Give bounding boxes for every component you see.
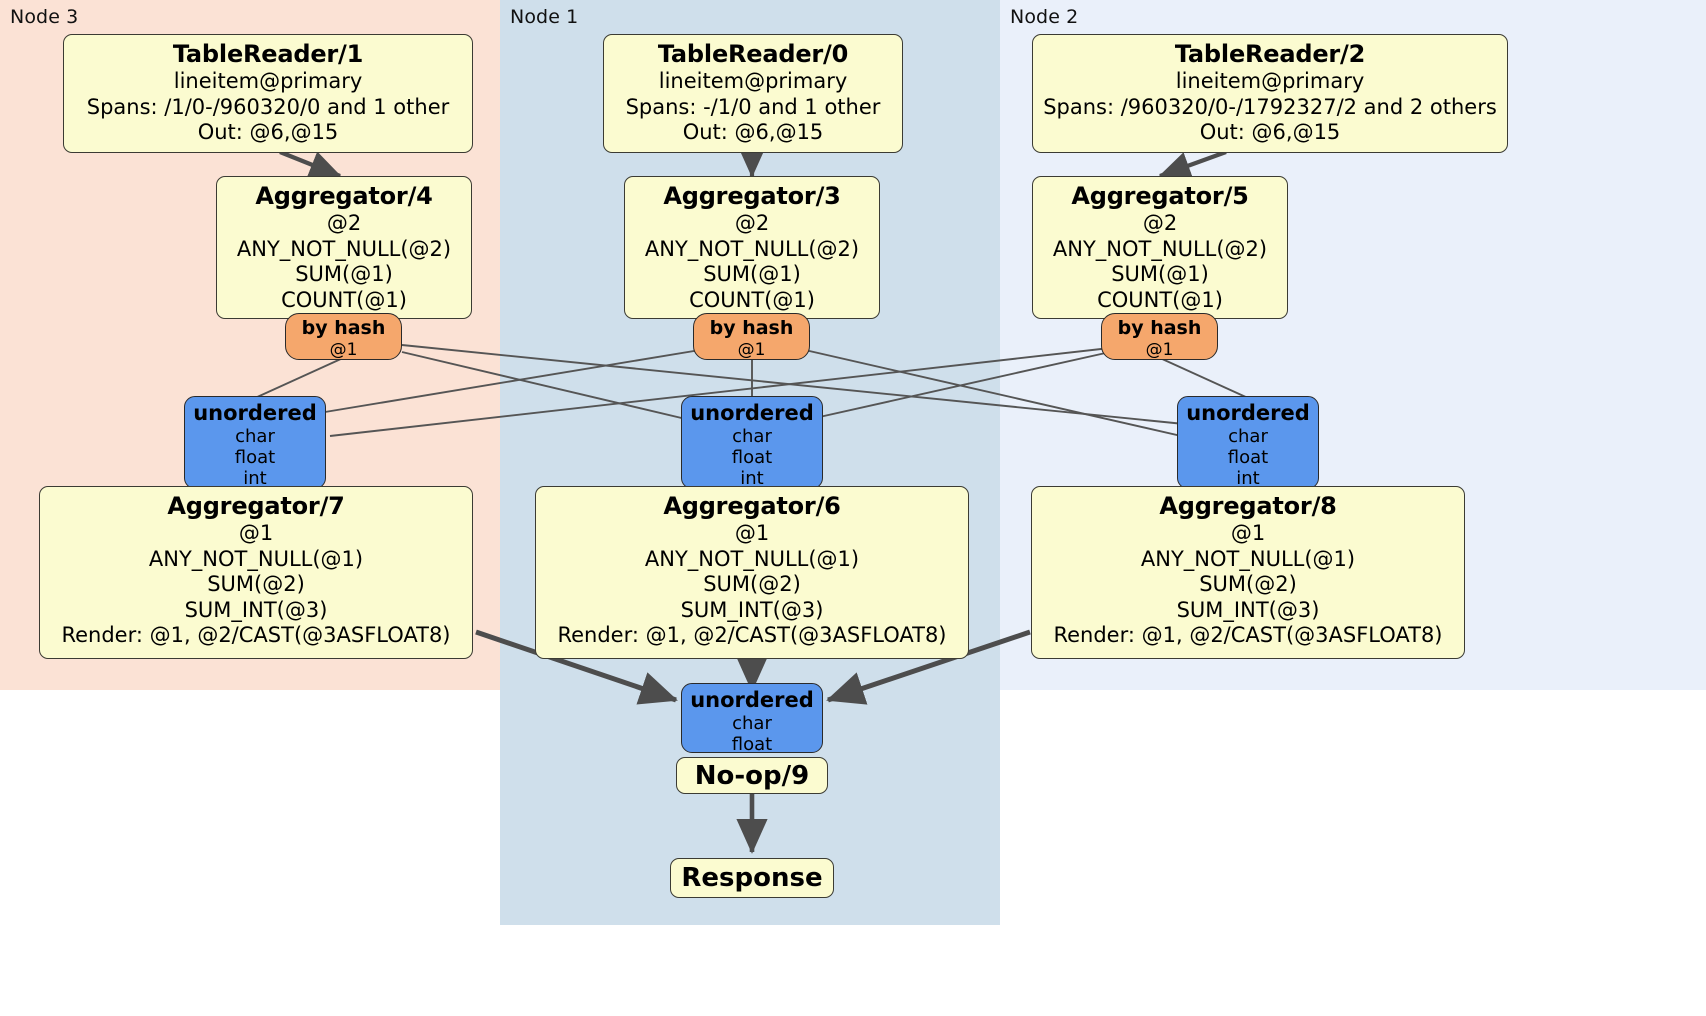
processor-line: Out: @6,@15 [682,120,824,144]
processor-line: ANY_NOT_NULL(@2) [236,236,452,261]
processor-line: SUM(@2) [1199,572,1297,596]
processor-line: Render: @1, @2/CAST(@3ASFLOAT8) [1053,623,1443,647]
processor-line: lineitem@primary [1175,69,1365,93]
processor-response[interactable]: Response [670,858,834,898]
processor-title: Aggregator/4 [255,182,433,210]
processor-aggregator4[interactable]: Aggregator/4 @2 ANY_NOT_NULL(@2) SUM(@1)… [216,176,472,319]
processor-line: Spans: /960320/0-/1792327/2 and 2 others [1043,94,1497,119]
output-router-by-hash-3[interactable]: by hash @1 [693,313,810,360]
input-sync-unordered-8[interactable]: unordered char float int [1177,396,1319,489]
router-title: unordered [690,401,814,425]
processor-line: ANY_NOT_NULL(@2) [1052,236,1268,261]
processor-line: COUNT(@1) [281,287,407,312]
processor-line: COUNT(@1) [1097,287,1223,312]
processor-line: Render: @1, @2/CAST(@3ASFLOAT8) [557,623,947,647]
processor-title: No-op/9 [694,760,810,791]
processor-title: Response [681,863,823,893]
node-panel-label-node3: Node 3 [10,6,79,28]
router-line: float [1227,447,1269,468]
processor-line: Spans: -/1/0 and 1 other [625,94,881,119]
processor-aggregator7[interactable]: Aggregator/7 @1 ANY_NOT_NULL(@1) SUM(@2)… [39,486,473,659]
processor-line: lineitem@primary [658,69,848,93]
processor-line: SUM(@1) [295,262,393,286]
router-title: unordered [1186,401,1310,425]
router-title: by hash [709,317,794,339]
processor-line: ANY_NOT_NULL(@2) [644,236,860,261]
processor-line: SUM(@2) [207,572,305,596]
router-line: char [235,426,275,447]
processor-title: Aggregator/6 [663,492,841,520]
router-title: by hash [1117,317,1202,339]
output-router-by-hash-4[interactable]: by hash @1 [285,313,402,360]
node-panel-label-node2: Node 2 [1010,6,1079,28]
processor-line: SUM(@1) [1111,262,1209,286]
router-title: by hash [301,317,386,339]
processor-tablereader0[interactable]: TableReader/0 lineitem@primary Spans: -/… [603,34,903,153]
processor-title: Aggregator/7 [167,492,345,520]
processor-aggregator6[interactable]: Aggregator/6 @1 ANY_NOT_NULL(@1) SUM(@2)… [535,486,969,659]
processor-line: @1 [238,521,274,545]
router-line: @1 [329,340,358,360]
processor-aggregator5[interactable]: Aggregator/5 @2 ANY_NOT_NULL(@2) SUM(@1)… [1032,176,1288,319]
router-line: @1 [737,340,766,360]
processor-title: Aggregator/5 [1071,182,1249,210]
processor-title: Aggregator/8 [1159,492,1337,520]
processor-line: @2 [1142,211,1178,235]
node-panel-label-node1: Node 1 [510,6,579,28]
processor-tablereader2[interactable]: TableReader/2 lineitem@primary Spans: /9… [1032,34,1508,153]
router-line: float [234,447,276,468]
processor-line: Spans: /1/0-/960320/0 and 1 other [86,94,450,119]
router-line: float [731,447,773,468]
processor-line: @2 [734,211,770,235]
router-line: char [1228,426,1268,447]
processor-line: COUNT(@1) [689,287,815,312]
router-line: int [1236,468,1260,489]
processor-line: @2 [326,211,362,235]
input-sync-unordered-9[interactable]: unordered char float [681,683,823,755]
processor-line: Out: @6,@15 [1199,120,1341,144]
processor-line: SUM_INT(@3) [184,597,328,622]
input-sync-unordered-6[interactable]: unordered char float int [681,396,823,489]
processor-noop9[interactable]: No-op/9 [676,757,828,794]
input-sync-unordered-7[interactable]: unordered char float int [184,396,326,489]
processor-tablereader1[interactable]: TableReader/1 lineitem@primary Spans: /1… [63,34,473,153]
processor-line: ANY_NOT_NULL(@1) [1140,546,1356,571]
processor-title: Aggregator/3 [663,182,841,210]
router-line: @1 [1145,340,1174,360]
processor-title: TableReader/0 [657,40,849,68]
processor-line: SUM_INT(@3) [680,597,824,622]
processor-line: ANY_NOT_NULL(@1) [644,546,860,571]
processor-title: TableReader/2 [1174,40,1366,68]
processor-line: ANY_NOT_NULL(@1) [148,546,364,571]
router-line: char [732,713,772,734]
processor-title: TableReader/1 [172,40,364,68]
processor-aggregator8[interactable]: Aggregator/8 @1 ANY_NOT_NULL(@1) SUM(@2)… [1031,486,1465,659]
router-line: char [732,426,772,447]
output-router-by-hash-5[interactable]: by hash @1 [1101,313,1218,360]
router-title: unordered [690,688,814,712]
processor-aggregator3[interactable]: Aggregator/3 @2 ANY_NOT_NULL(@2) SUM(@1)… [624,176,880,319]
processor-line: SUM(@2) [703,572,801,596]
router-title: unordered [193,401,317,425]
processor-line: @1 [1230,521,1266,545]
processor-line: SUM_INT(@3) [1176,597,1320,622]
processor-line: @1 [734,521,770,545]
router-line: int [740,468,764,489]
router-line: float [731,734,773,755]
processor-line: SUM(@1) [703,262,801,286]
processor-line: lineitem@primary [173,69,363,93]
processor-line: Out: @6,@15 [197,120,339,144]
processor-line: Render: @1, @2/CAST(@3ASFLOAT8) [61,623,451,647]
router-line: int [243,468,267,489]
